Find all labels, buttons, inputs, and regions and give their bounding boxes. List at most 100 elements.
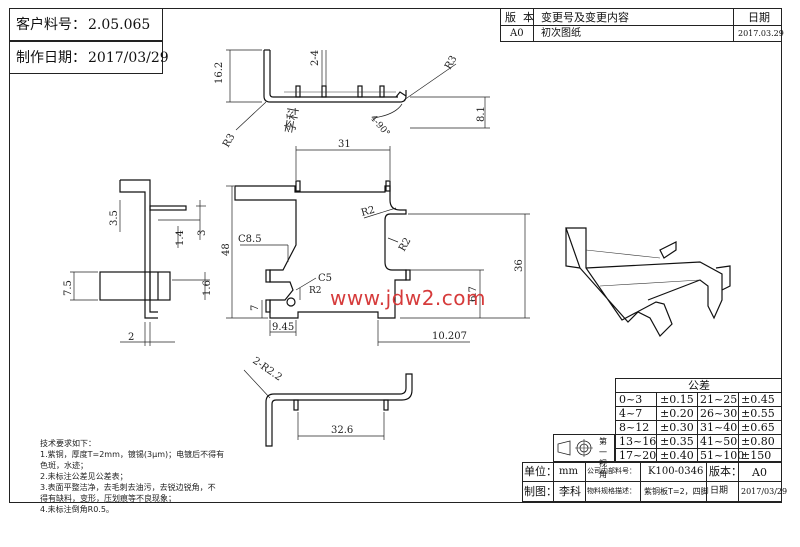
title-vline xyxy=(553,462,554,502)
revision-col-divider-1 xyxy=(533,8,534,42)
revision-header-date: 日期 xyxy=(748,11,770,24)
watermark-text: www.jdw2.com xyxy=(330,286,486,310)
top-view xyxy=(226,49,490,131)
dim-3: 3 xyxy=(197,230,208,236)
production-date-label: 制作日期： xyxy=(16,50,86,66)
customer-part-box xyxy=(9,8,163,41)
dim-2: 2 xyxy=(128,332,134,343)
tol-cell: ±150 xyxy=(741,449,772,462)
dim-1-4: 1.4 xyxy=(175,230,186,246)
isometric-view xyxy=(565,227,731,337)
tech-note-line: 3.表面平整洁净，去毛刺去油污，去锐边锐角，不 xyxy=(40,483,216,492)
title-vline xyxy=(738,462,739,502)
revision-version: A0 xyxy=(510,28,524,39)
material-spec-value: 紫铜板T=2，四脚 xyxy=(644,487,709,496)
tol-cell: ±0.80 xyxy=(741,435,775,448)
customer-part-value: 2.05.065 xyxy=(88,17,151,33)
revision-header-version: 版 本 xyxy=(505,11,534,24)
dim-31: 31 xyxy=(338,139,351,150)
dim-7-5: 7.5 xyxy=(63,280,74,296)
tol-cell: 31~40 xyxy=(700,421,738,434)
revision-content: 初次图纸 xyxy=(541,28,581,39)
dim-3-5: 3.5 xyxy=(109,210,120,226)
dim-36: 36 xyxy=(514,259,525,272)
dim-2-r2-2: 2-R2.2 xyxy=(250,355,283,383)
dim-48: 48 xyxy=(221,243,232,256)
dim-8-1: 8.1 xyxy=(476,106,487,122)
dim-32-6: 32.6 xyxy=(331,425,353,436)
title-vline xyxy=(706,462,707,502)
dim-2-4: 2-4 xyxy=(310,50,321,66)
dim-c5: C5 xyxy=(318,273,332,284)
tol-cell: 17~20 xyxy=(619,449,657,462)
revision-header-content: 变更号及变更内容 xyxy=(541,11,629,24)
tol-cell: ±0.65 xyxy=(741,421,775,434)
tol-cell: 13~16 xyxy=(619,435,657,448)
dim-16-2: 16.2 xyxy=(214,62,225,84)
title-vline xyxy=(585,462,586,502)
tech-note-line: 技术要求如下： xyxy=(40,439,96,448)
first-angle-projection-icon xyxy=(557,439,593,457)
tol-hline xyxy=(615,434,782,435)
tol-cell: 0~3 xyxy=(619,393,643,406)
dim-9-45: 9.45 xyxy=(272,322,294,333)
tol-cell: ±0.40 xyxy=(660,449,694,462)
company-part-label: 公司内部料号： xyxy=(587,467,636,475)
tol-hline xyxy=(615,420,782,421)
dim-r3-left: R3 xyxy=(221,132,237,150)
dim-c8-5: C8.5 xyxy=(238,234,262,245)
tol-cell: 8~12 xyxy=(619,421,650,434)
tol-cell: 51~100 xyxy=(700,449,745,462)
tech-note-line: 色斑，水迹； xyxy=(40,461,88,470)
tech-note-line: 2.未标注公差见公差表； xyxy=(40,472,128,481)
dim-6-7: 6.7 xyxy=(468,286,479,302)
tol-cell: ±0.55 xyxy=(741,407,775,420)
dim-r2-mid: R2 xyxy=(397,236,413,254)
tol-cell: 4~7 xyxy=(619,407,643,420)
date-label: 日期 xyxy=(710,486,729,496)
tol-cell: ±0.35 xyxy=(660,435,694,448)
tol-cell: ±0.30 xyxy=(660,421,694,434)
tech-note-line: 4.未标注倒角R0.5。 xyxy=(40,505,114,514)
production-date-value: 2017/03/29 xyxy=(88,50,169,66)
dim-r2-top: R2 xyxy=(360,205,376,219)
tol-hline xyxy=(615,448,782,449)
dim-4-90: 4-90° xyxy=(368,114,392,139)
tol-cell: ±0.45 xyxy=(741,393,775,406)
dim-r2-low: R2 xyxy=(309,286,322,296)
bottom-view xyxy=(243,369,413,447)
tol-cell: 26~30 xyxy=(700,407,738,420)
tol-vline xyxy=(697,392,698,462)
sheet-frame xyxy=(9,8,782,503)
tolerance-title: 公差 xyxy=(688,379,710,392)
tol-cell: ±0.15 xyxy=(660,393,694,406)
tol-hline xyxy=(615,392,782,393)
tol-vline xyxy=(656,392,657,462)
tech-note-line: 得有缺料，变形，压划痕等不良现象； xyxy=(40,494,176,503)
drawn-by-label: 制图： xyxy=(524,485,557,498)
technical-notes: 技术要求如下： 1.紫铜，厚度T=2mm，镀锡(3μm)；电镀后不得有 色斑，水… xyxy=(40,438,224,515)
side-view xyxy=(70,179,210,346)
title-vline xyxy=(640,462,641,502)
dim-r3-right: R3 xyxy=(443,54,459,72)
version-label: 版本： xyxy=(709,465,742,478)
revision-col-divider-2 xyxy=(733,8,734,42)
company-part-value: K100-0346 xyxy=(648,466,704,477)
projection-box xyxy=(553,434,615,462)
tol-vline xyxy=(738,392,739,462)
dim-1-6: 1.6 xyxy=(202,280,213,296)
drawn-by-value: 李科 xyxy=(559,485,581,498)
dim-10-207: 10.207 xyxy=(432,331,467,342)
date-box xyxy=(9,41,163,74)
front-view xyxy=(226,146,530,346)
tech-note-line: 1.紫铜，厚度T=2mm，镀锡(3μm)；电镀后不得有 xyxy=(40,450,225,459)
version-value: A0 xyxy=(752,466,767,479)
customer-part-label: 客户料号： xyxy=(16,17,86,33)
material-spec-label: 物料规格描述： xyxy=(587,487,636,495)
unit-label: 单位： xyxy=(524,465,557,478)
unit-value: mm xyxy=(559,466,578,477)
revision-row-divider xyxy=(500,25,782,26)
tol-cell: 21~25 xyxy=(700,393,738,406)
